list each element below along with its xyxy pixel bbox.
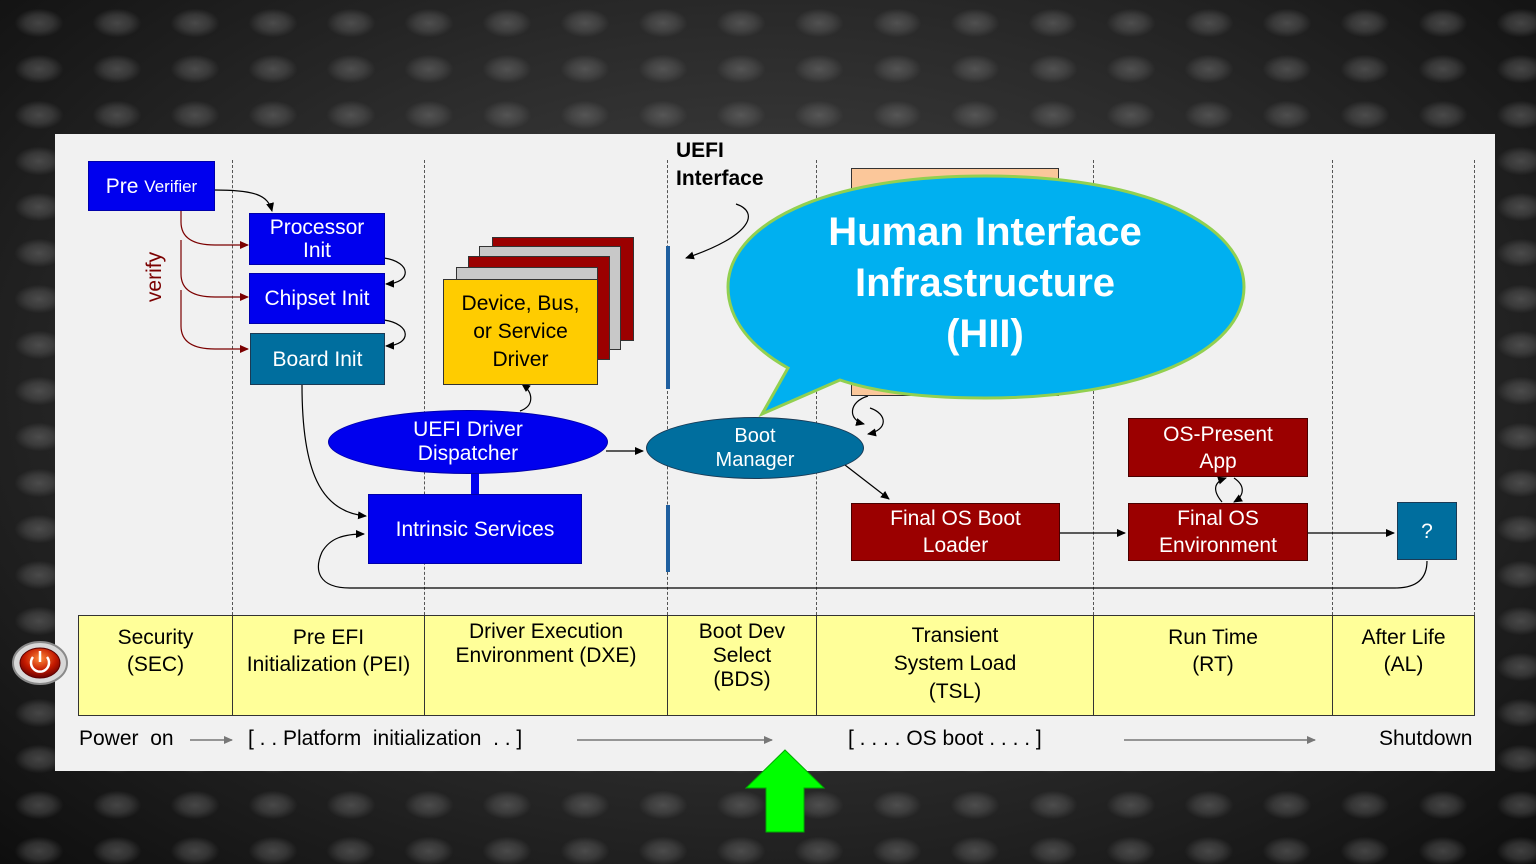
phase-separator — [232, 160, 233, 615]
processor-init-box: Processor Init — [249, 213, 385, 265]
board-init-box: Board Init — [250, 333, 385, 385]
timeline-os-boot: [ . . . . OS boot . . . . ] — [848, 727, 1042, 750]
device-bus-service-driver-box: Device, Bus, or Service Driver — [443, 279, 598, 385]
boot-manager-ellipse: Boot Manager — [646, 417, 864, 479]
phase-separator — [1474, 160, 1475, 615]
os-present-app-box: OS-Present App — [1128, 418, 1308, 477]
final-os-boot-loader-box: Final OS Boot Loader — [851, 503, 1060, 561]
timeline-power-on: Power on — [79, 727, 174, 750]
final-os-environment-box: Final OS Environment — [1128, 503, 1308, 561]
uefi-interface-label: UEFI Interface — [676, 139, 764, 190]
up-arrow-icon — [745, 749, 825, 833]
phase-tsl: Transient System Load (TSL) — [817, 616, 1094, 715]
uefi-driver-dispatcher: UEFI Driver Dispatcher — [328, 410, 608, 474]
phase-separator — [1332, 160, 1333, 615]
pre-verifier-verifier: Verifier — [144, 176, 198, 196]
phase-sec: Security (SEC) — [79, 616, 233, 715]
phase-dxe: Driver Execution Environment (DXE) — [425, 616, 668, 715]
after-life-question-box: ? — [1397, 502, 1457, 560]
phase-bds: Boot Dev Select (BDS) — [668, 616, 817, 715]
phase-al: After Life (AL) — [1333, 616, 1474, 715]
power-button-icon[interactable] — [11, 640, 69, 686]
intrinsic-services-box: Intrinsic Services — [368, 494, 582, 564]
hii-callout-text: Human Interface Infrastructure (HII) — [828, 210, 1142, 356]
pre-verifier-pre: Pre — [105, 174, 139, 198]
phase-pei: Pre EFI Initialization (PEI) — [233, 616, 425, 715]
timeline-platform-init: [ . . Platform initialization . . ] — [248, 727, 523, 750]
phase-separator — [424, 160, 425, 615]
timeline-shutdown: Shutdown — [1379, 727, 1473, 750]
chipset-init-box: Chipset Init — [249, 273, 385, 324]
pre-verifier-box: Pre Verifier — [88, 161, 215, 211]
phase-rt: Run Time (RT) — [1094, 616, 1333, 715]
